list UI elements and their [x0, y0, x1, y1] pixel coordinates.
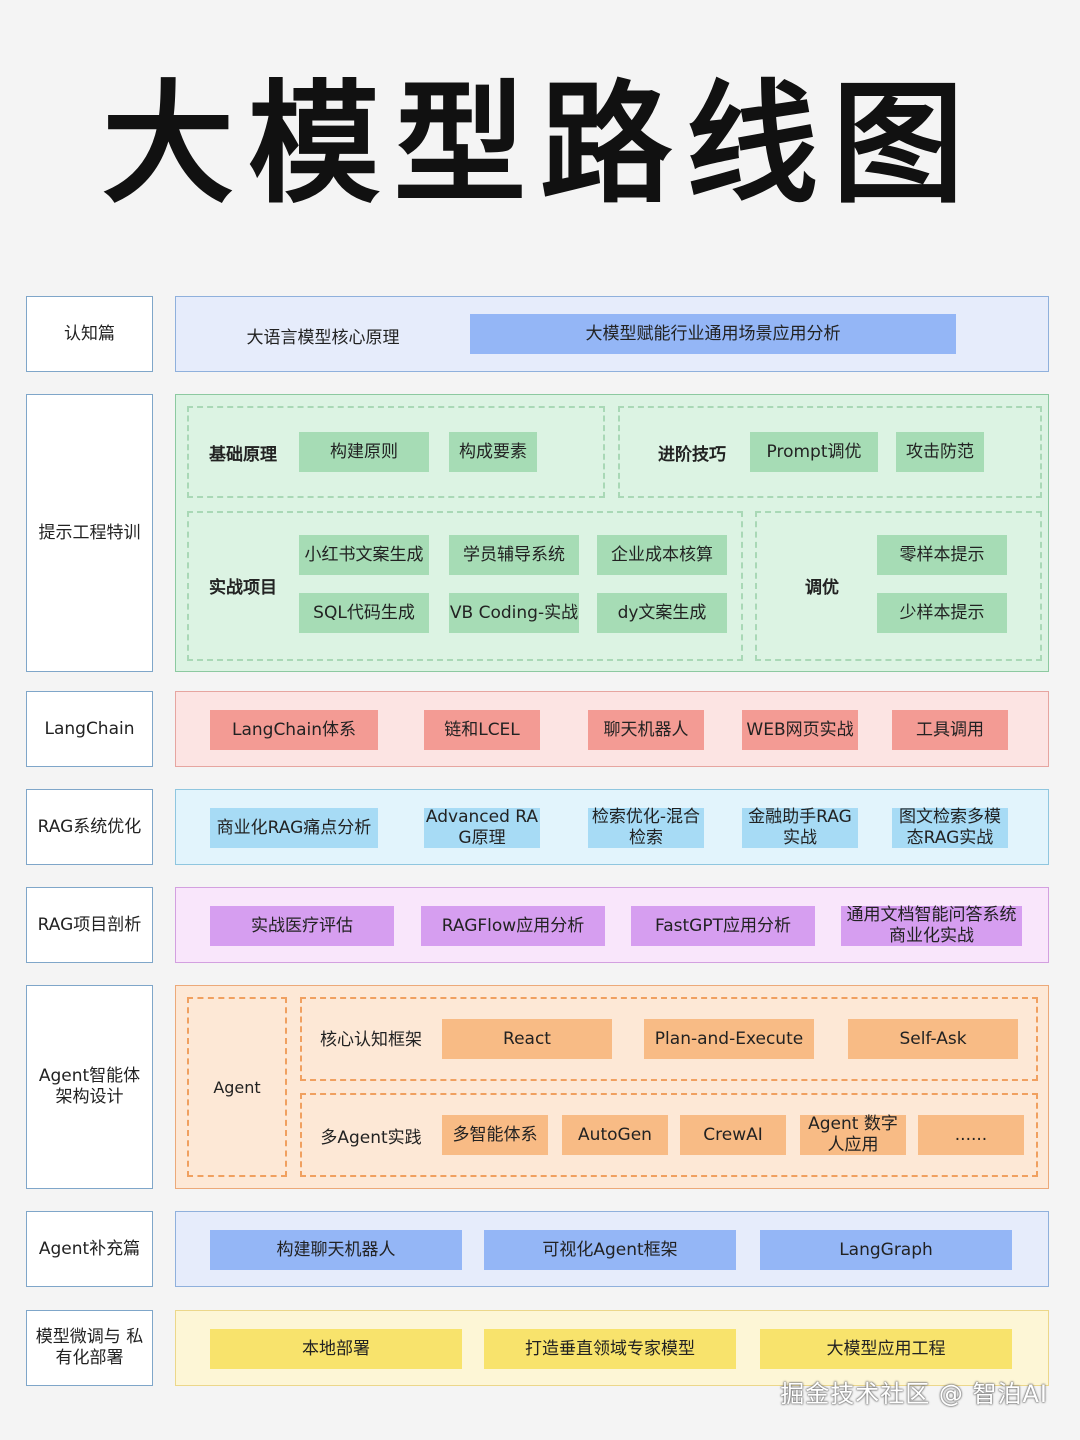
item-rag-pain-points: 商业化RAG痛点分析: [210, 808, 378, 848]
item-ragflow: RAGFlow应用分析: [421, 906, 605, 946]
section-panel-agent-architecture: Agent 核心认知框架 React Plan-and-Execute Self…: [175, 985, 1049, 1189]
group-basic: 基础原理 构建原则 构成要素: [187, 406, 605, 498]
item-cost-accounting: 企业成本核算: [597, 535, 727, 575]
item-react: React: [442, 1019, 612, 1059]
item-langgraph: LangGraph: [760, 1230, 1012, 1270]
section-panel-rag-projects: 实战医疗评估 RAGFlow应用分析 FastGPT应用分析 通用文档智能问答系…: [175, 887, 1049, 963]
item-more: ......: [918, 1115, 1024, 1155]
section-label-cognition: 认知篇: [26, 296, 153, 372]
item-llm-app-engineering: 大模型应用工程: [760, 1329, 1012, 1369]
section-panel-prompt-engineering: 基础原理 构建原则 构成要素 进阶技巧 Prompt调优 攻击防范 实战项目 小…: [175, 394, 1049, 672]
item-zero-shot: 零样本提示: [877, 535, 1007, 575]
item-llm-principles: 大语言模型核心原理: [246, 327, 400, 348]
item-sql-generation: SQL代码生成: [299, 593, 429, 633]
section-label-prompt-engineering: 提示工程特训: [26, 394, 153, 672]
item-multi-agent-system: 多智能体系: [442, 1115, 548, 1155]
item-tool-calling: 工具调用: [892, 710, 1008, 750]
group-advanced: 进阶技巧 Prompt调优 攻击防范: [618, 406, 1042, 498]
page-title: 大模型路线图: [102, 68, 978, 222]
section-label-rag-projects: RAG项目剖析: [26, 887, 153, 963]
section-panel-agent-supplement: 构建聊天机器人 可视化Agent框架 LangGraph: [175, 1211, 1049, 1287]
item-hybrid-retrieval: 检索优化-混合 检索: [588, 807, 704, 848]
item-industry-scenarios: 大模型赋能行业通用场景应用分析: [470, 314, 956, 354]
group-heading-projects: 实战项目: [209, 577, 277, 598]
item-prompt-tuning: Prompt调优: [750, 432, 878, 472]
item-advanced-rag: Advanced RA G原理: [424, 807, 540, 848]
item-local-deploy: 本地部署: [210, 1329, 462, 1369]
section-panel-rag-optimization: 商业化RAG痛点分析 Advanced RA G原理 检索优化-混合 检索 金融…: [175, 789, 1049, 865]
group-core-framework: 核心认知框架 React Plan-and-Execute Self-Ask: [300, 997, 1038, 1081]
group-heading-advanced: 进阶技巧: [658, 444, 726, 465]
item-finance-rag: 金融助手RAG 实战: [742, 807, 858, 848]
group-tuning: 调优 零样本提示 少样本提示: [755, 511, 1042, 661]
item-web-practice: WEB网页实战: [742, 710, 858, 750]
section-label-langchain: LangChain: [26, 691, 153, 767]
item-fastgpt: FastGPT应用分析: [631, 906, 815, 946]
section-panel-langchain: LangChain体系 链和LCEL 聊天机器人 WEB网页实战 工具调用: [175, 691, 1049, 767]
item-langchain-system: LangChain体系: [210, 710, 378, 750]
item-chain-lcel: 链和LCEL: [424, 710, 540, 750]
item-medical-eval: 实战医疗评估: [210, 906, 394, 946]
item-visual-agent-framework: 可视化Agent框架: [484, 1230, 736, 1270]
item-chatbot: 聊天机器人: [588, 710, 704, 750]
group-multi-agent: 多Agent实践 多智能体系 AutoGen CrewAI Agent 数字 人…: [300, 1093, 1038, 1177]
item-multimodal-rag: 图文检索多模 态RAG实战: [892, 807, 1008, 848]
item-autogen: AutoGen: [562, 1115, 668, 1155]
item-few-shot: 少样本提示: [877, 593, 1007, 633]
item-components: 构成要素: [449, 432, 537, 472]
item-vertical-expert-model: 打造垂直领域专家模型: [484, 1329, 736, 1369]
section-label-agent-supplement: Agent补充篇: [26, 1211, 153, 1287]
item-construction-principles: 构建原则: [299, 432, 429, 472]
section-label-rag-optimization: RAG系统优化: [26, 789, 153, 865]
item-xiaohongshu: 小红书文案生成: [299, 535, 429, 575]
group-projects: 实战项目 小红书文案生成 学员辅导系统 企业成本核算 SQL代码生成 VB Co…: [187, 511, 743, 661]
group-heading-basic: 基础原理: [209, 444, 277, 465]
item-build-chatbot: 构建聊天机器人: [210, 1230, 462, 1270]
group-heading-core: 核心认知框架: [320, 1029, 422, 1050]
group-heading-tuning: 调优: [805, 577, 839, 598]
group-agent: Agent: [187, 997, 287, 1177]
watermark: 掘金技术社区 @ 智泊AI: [780, 1380, 1048, 1408]
item-plan-and-execute: Plan-and-Execute: [644, 1019, 814, 1059]
item-dy-copy: dy文案生成: [597, 593, 727, 633]
item-crewai: CrewAI: [680, 1115, 786, 1155]
section-panel-cognition: 大语言模型核心原理 大模型赋能行业通用场景应用分析: [175, 296, 1049, 372]
item-self-ask: Self-Ask: [848, 1019, 1018, 1059]
item-vb-coding: VB Coding-实战: [449, 593, 579, 633]
group-heading-multi: 多Agent实践: [320, 1127, 422, 1148]
item-digital-human: Agent 数字 人应用: [800, 1114, 906, 1155]
group-heading-agent: Agent: [213, 1077, 261, 1097]
section-label-agent-architecture: Agent智能体 架构设计: [26, 985, 153, 1189]
section-panel-finetune-deploy: 本地部署 打造垂直领域专家模型 大模型应用工程: [175, 1310, 1049, 1386]
item-doc-qa-system: 通用文档智能问答系统 商业化实战: [841, 905, 1022, 946]
section-label-finetune-deploy: 模型微调与 私有化部署: [26, 1310, 153, 1386]
item-attack-defense: 攻击防范: [896, 432, 984, 472]
item-student-tutoring: 学员辅导系统: [449, 535, 579, 575]
